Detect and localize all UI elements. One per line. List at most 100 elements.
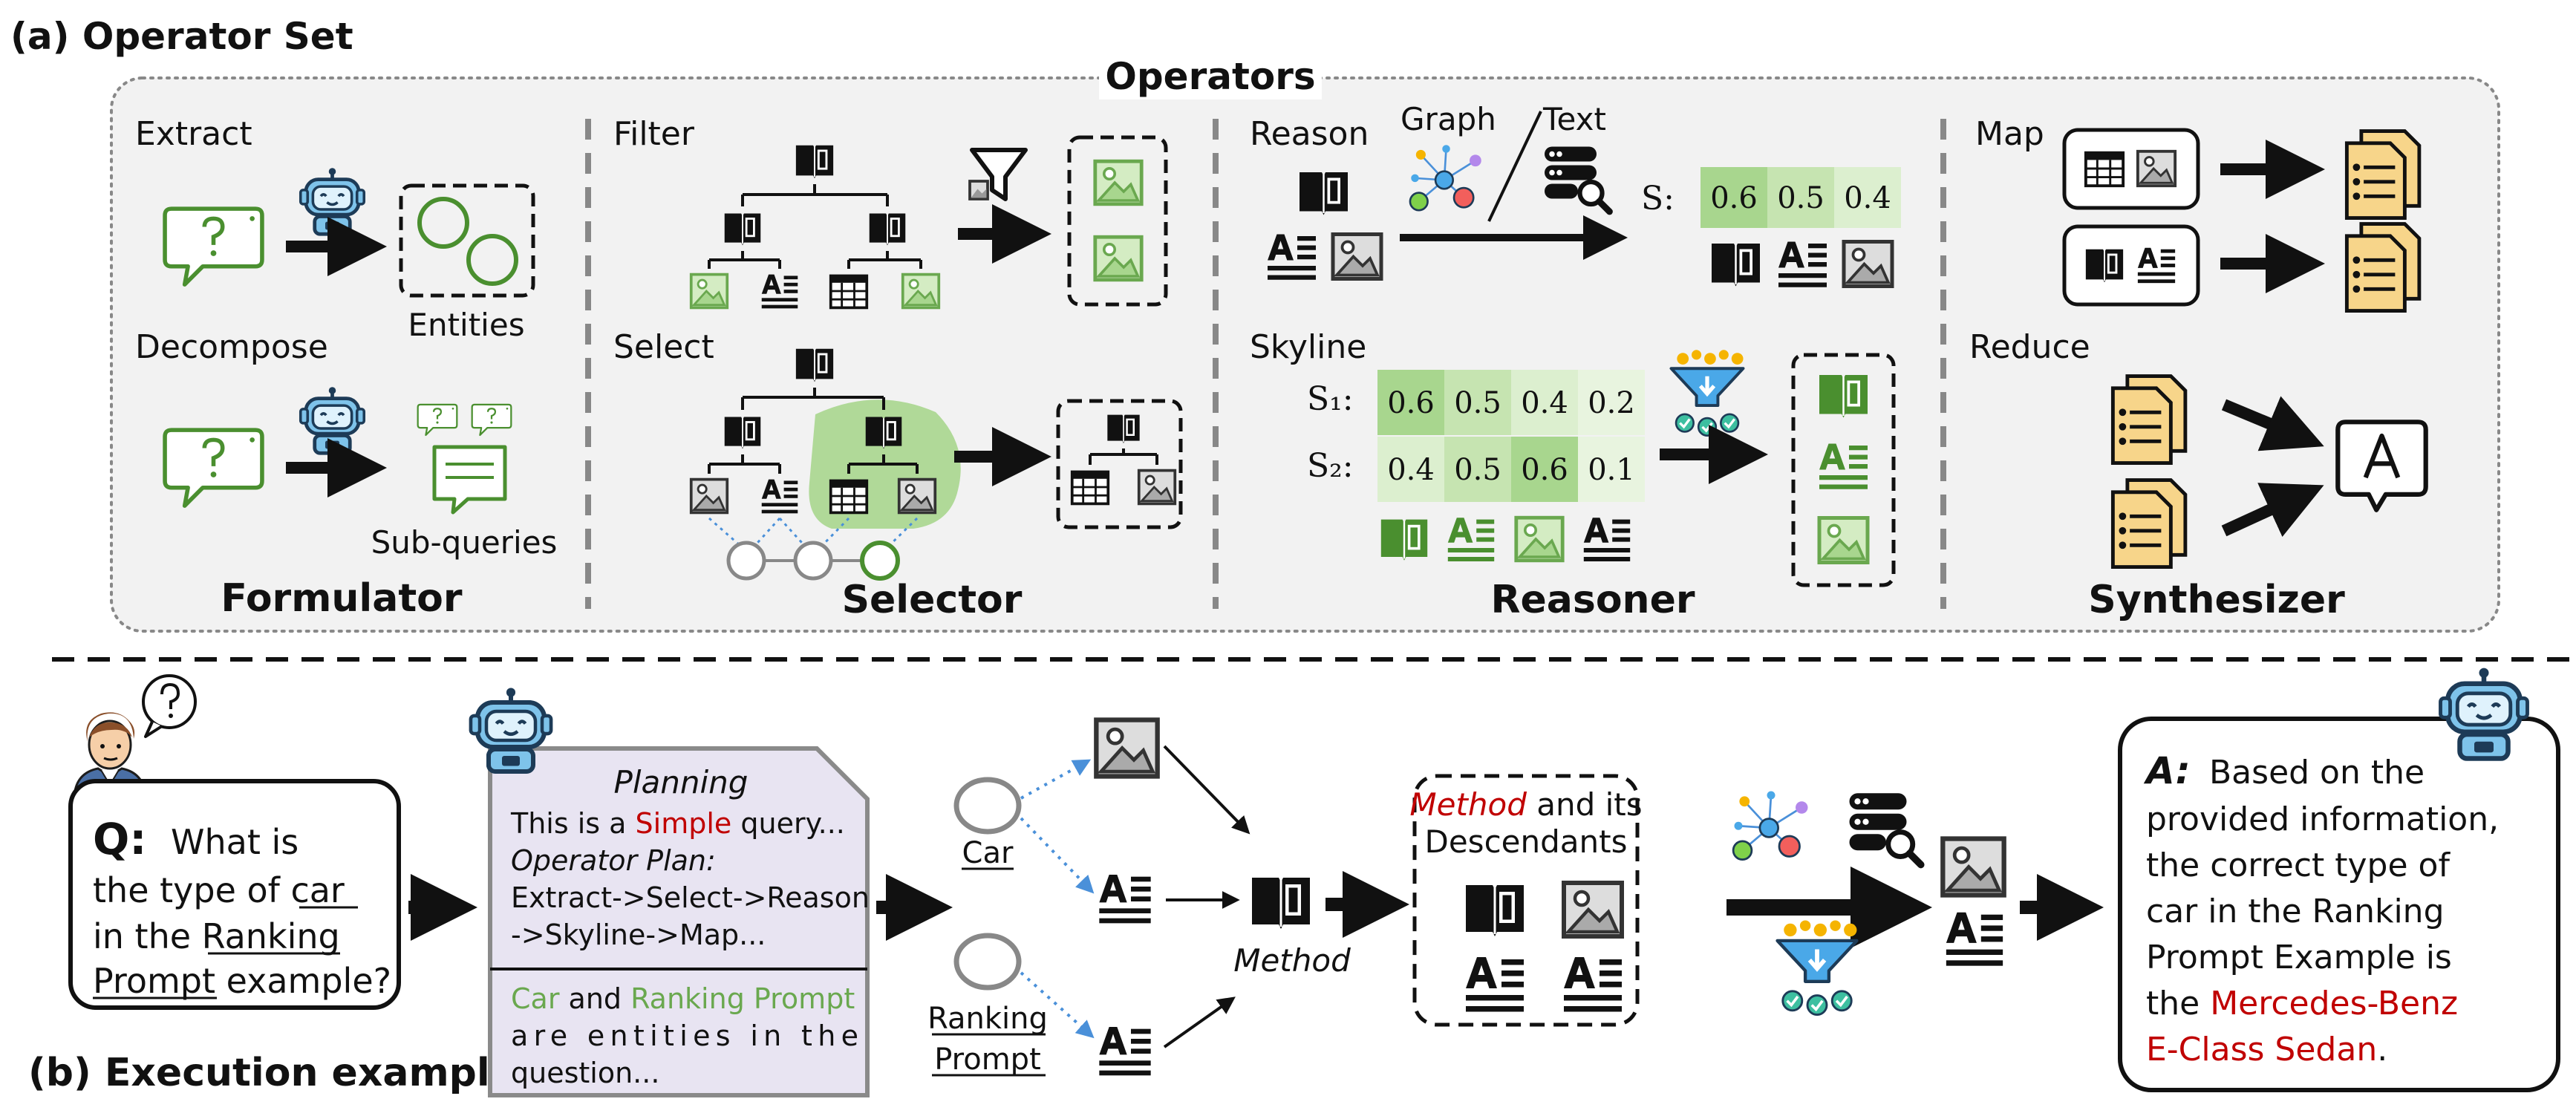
entity-prompt-label: Prompt xyxy=(934,1043,1041,1077)
image-icon xyxy=(1137,469,1177,506)
answer-line-3: the correct type of xyxy=(2146,846,2451,884)
planning-tail-line-2: question... xyxy=(511,1057,659,1089)
panel-b-title: (b) Execution example xyxy=(28,1051,516,1095)
book-icon xyxy=(1250,876,1311,930)
descendants-line-1: Method and its xyxy=(1409,786,1642,823)
op-filter-label: Filter xyxy=(613,115,695,153)
image-icon xyxy=(1819,518,1868,563)
document-icon xyxy=(2113,480,2185,567)
entity-ranking-label: Ranking xyxy=(927,1002,1048,1036)
entity-car-node xyxy=(953,777,1022,835)
skyline-score-value: 0.4 xyxy=(1387,453,1435,487)
skyline-score-cell xyxy=(1578,437,1645,502)
skyline-result-box xyxy=(1791,353,1896,587)
image-icon xyxy=(1333,235,1381,279)
skyline-score-value: 0.4 xyxy=(1521,386,1568,420)
reason-score-label: S: xyxy=(1641,180,1675,218)
book-icon xyxy=(1710,242,1761,287)
graph-label: Graph xyxy=(1401,101,1496,137)
answer-line-6: the Mercedes-Benz xyxy=(2146,985,2458,1022)
table-icon xyxy=(2084,151,2125,188)
table-icon xyxy=(829,274,869,310)
entity-node-icon xyxy=(466,234,518,286)
database-search-icon xyxy=(1850,793,1921,864)
link-car-image xyxy=(1020,759,1092,800)
question-card xyxy=(68,779,401,1010)
op-extract-label: Extract xyxy=(135,115,252,153)
answer-line-4: car in the Ranking xyxy=(2146,893,2445,930)
skyline-score-value: 0.6 xyxy=(1521,453,1568,487)
image-icon xyxy=(1943,839,2003,895)
answer-line-2: provided information, xyxy=(2146,800,2499,838)
subqueries-label: Sub-queries xyxy=(371,524,558,561)
answer-bubble-icon xyxy=(2338,422,2425,509)
planning-plan-line-2: ->Skyline->Map... xyxy=(511,919,766,951)
image-icon xyxy=(689,477,729,515)
operators-label: Operators xyxy=(1105,55,1315,98)
question-line-1: What is xyxy=(171,822,299,862)
image-icon xyxy=(1095,161,1141,204)
reason-score-cell xyxy=(1767,167,1834,228)
skyline-score-cell xyxy=(1377,370,1444,435)
answer-prefix: A: xyxy=(2143,749,2191,792)
entity-node-icon xyxy=(793,541,833,581)
document-icon xyxy=(2347,131,2419,218)
smart-filter-icon xyxy=(1778,920,1857,1014)
skyline-score-value: 0.5 xyxy=(1454,386,1501,420)
reduce-arrow-2 xyxy=(2221,483,2324,538)
op-skyline-label: Skyline xyxy=(1250,328,1366,366)
skyline-score-cell xyxy=(1377,437,1444,502)
op-reason-label: Reason xyxy=(1250,115,1369,153)
image-icon xyxy=(1516,518,1562,561)
filter-tree xyxy=(689,144,941,310)
skyline-score-value: 0.5 xyxy=(1454,453,1501,487)
book-icon xyxy=(1106,414,1141,444)
skyline-score-cell xyxy=(1511,370,1578,435)
book-icon xyxy=(795,144,835,180)
book-icon xyxy=(1380,518,1429,561)
descendants-line-2: Descendants xyxy=(1425,823,1628,860)
text-icon xyxy=(1946,912,2003,966)
entities-box xyxy=(399,183,535,298)
group-synthesizer-label: Synthesizer xyxy=(2088,578,2345,622)
image-icon xyxy=(901,273,941,310)
skyline-score-value: 0.1 xyxy=(1588,453,1635,487)
map-input-card-1 xyxy=(2062,128,2200,210)
graph-icon xyxy=(1732,790,1809,861)
filter-result-box xyxy=(1067,135,1168,307)
document-icon xyxy=(2113,376,2185,463)
graph-text-divider xyxy=(1487,111,1542,222)
answer-line-5: Prompt Example is xyxy=(2146,939,2452,976)
planning-plan-line-1: Extract->Select->Reason xyxy=(511,881,870,914)
group-selector-label: Selector xyxy=(842,578,1023,622)
group-reasoner-label: Reasoner xyxy=(1490,578,1695,622)
skyline-s1-label: S₁: xyxy=(1307,380,1354,418)
book-icon xyxy=(795,348,835,383)
map-input-card-2 xyxy=(2062,224,2200,307)
book-icon xyxy=(1464,884,1525,938)
question-prefix: Q: xyxy=(93,814,147,864)
skyline-score-cell xyxy=(1444,370,1511,435)
image-to-method-arrow xyxy=(1163,745,1250,835)
image-icon xyxy=(897,477,937,515)
op-select-label: Select xyxy=(613,328,714,366)
book-icon xyxy=(2084,248,2125,284)
link-prompt-text xyxy=(1020,971,1095,1039)
panel-a-title: (a) Operator Set xyxy=(10,15,353,58)
op-map-label: Map xyxy=(1975,115,2044,153)
reason-score-cell xyxy=(1834,167,1901,228)
text-icon xyxy=(1099,875,1151,924)
select-result-box xyxy=(1056,399,1183,529)
skyline-score-cell xyxy=(1578,370,1645,435)
reason-score-cell xyxy=(1701,167,1767,228)
operators-label-bg xyxy=(1099,55,1322,99)
text-icon xyxy=(1099,1027,1151,1076)
text-label: Text xyxy=(1542,101,1606,137)
group-formulator-label: Formulator xyxy=(221,576,462,621)
reduce-arrow-1 xyxy=(2221,396,2324,451)
planning-title: Planning xyxy=(614,764,749,800)
question-line-2: the type of car xyxy=(93,870,345,910)
reason-score-value: 0.4 xyxy=(1844,181,1891,215)
answer-line-1: Based on the xyxy=(2209,754,2425,792)
